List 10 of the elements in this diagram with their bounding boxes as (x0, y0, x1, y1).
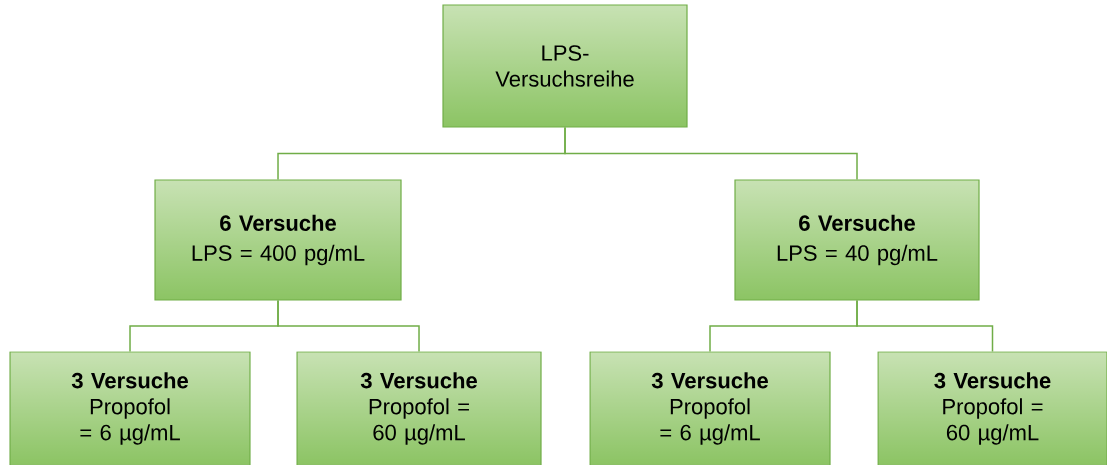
connector (277, 299, 420, 353)
process-box: 3 Versuche Propofol = 60 µg/mL (877, 351, 1107, 465)
process-box: 6 Versuche LPS = 40 pg/mL (734, 179, 980, 301)
connector (564, 126, 858, 181)
process-box: LPS- Versuchsreihe (442, 4, 688, 128)
process-box: 6 Versuche LPS = 400 pg/mL (154, 179, 402, 301)
process-box: 3 Versuche Propofol = 60 µg/mL (296, 351, 542, 465)
connector (856, 299, 994, 353)
process-box: 3 Versuche Propofol = 6 µg/mL (589, 351, 831, 465)
process-box: 3 Versuche Propofol = 6 µg/mL (9, 351, 251, 465)
